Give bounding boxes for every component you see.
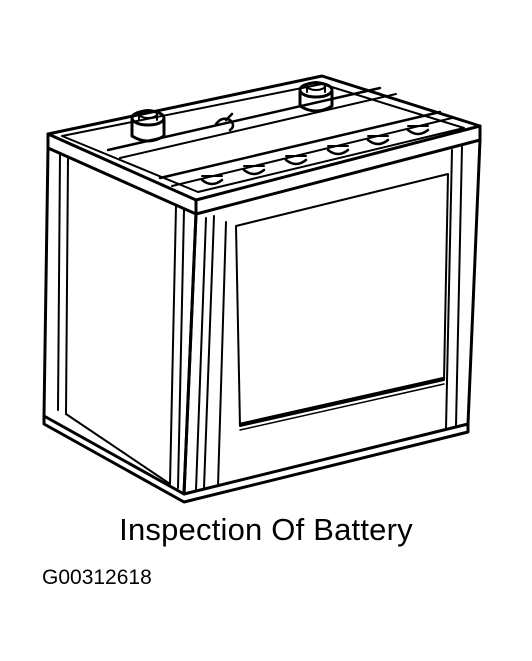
figure-id: G00312618 <box>42 566 152 589</box>
battery-front-panel <box>182 138 482 496</box>
vent-caps <box>200 125 430 186</box>
polarity-mark <box>214 112 235 132</box>
battery-terminal-left <box>130 109 166 143</box>
battery-lid <box>46 74 482 216</box>
battery-side-panel <box>42 146 198 496</box>
figure-caption: Inspection Of Battery <box>119 512 413 547</box>
car-battery-illustration <box>42 74 482 504</box>
battery-terminal-right <box>298 81 334 113</box>
battery-base <box>42 414 470 504</box>
